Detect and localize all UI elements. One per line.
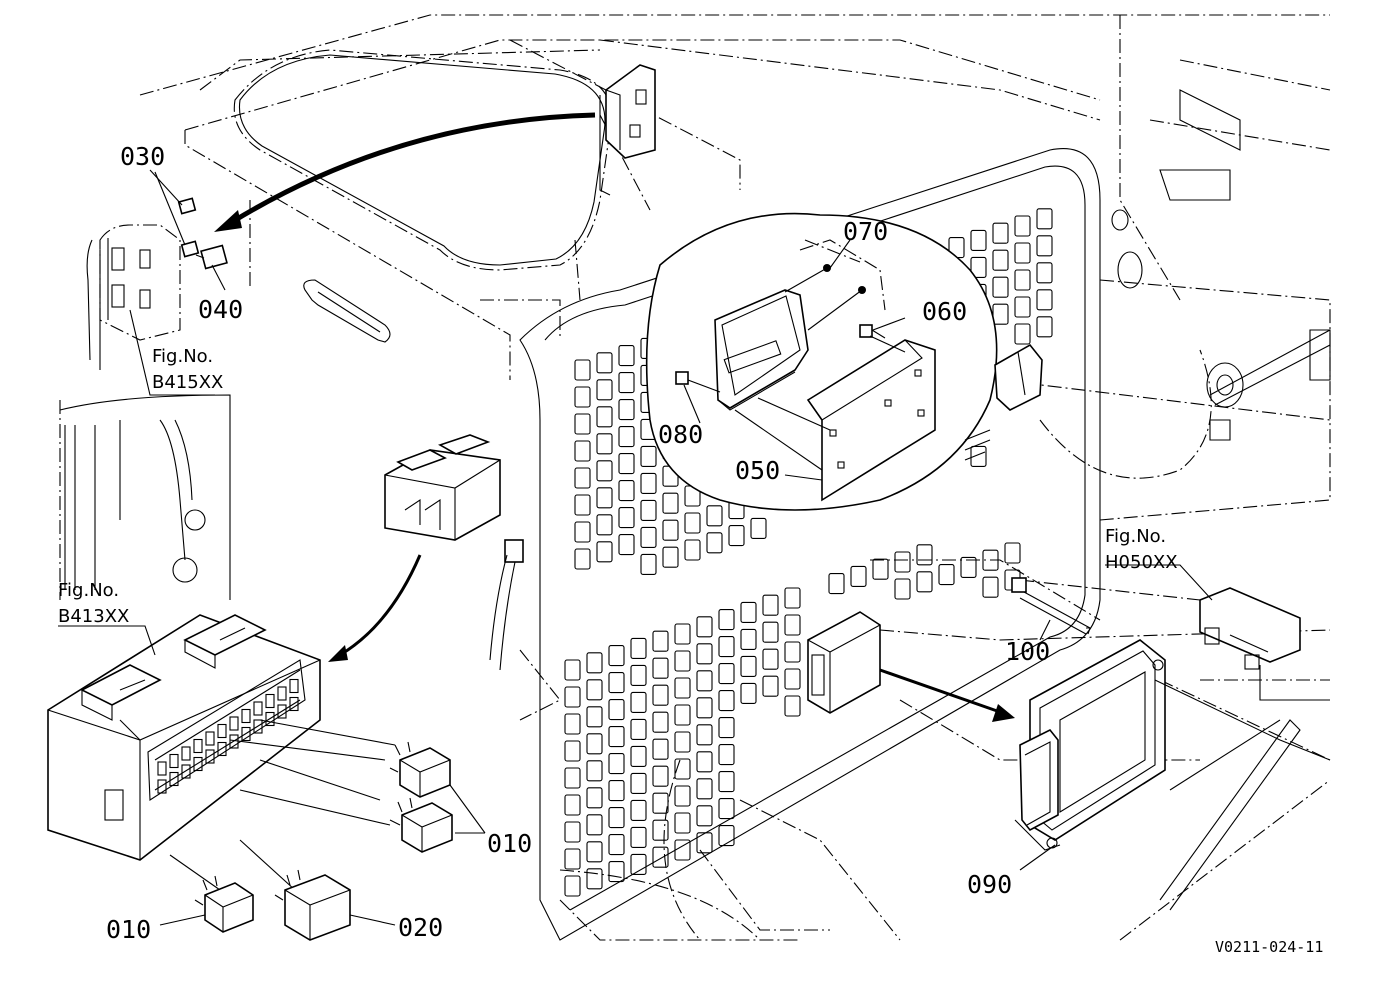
right-mechanism [1111,89,1331,441]
figref-b413-caption: Fig.No. [58,580,119,601]
bolt-060 [859,324,906,353]
figure-references: Fig.No. B415XX Fig.No. B413XX Fig.No. H0… [58,346,1178,627]
fuse-block-b413 [47,614,321,861]
latch-bracket [599,64,656,196]
fuse-box-assembly [384,434,501,541]
document-id: V0211-024-11 [1215,938,1323,956]
bolt-080 [675,371,721,393]
label-030: 030 [120,142,165,171]
projection-lines [169,719,396,891]
arrow-to-fuse-block [328,554,422,662]
callout-labels: 030 040 070 060 080 050 010 010 020 100 … [106,142,1050,944]
cab-pillar [59,394,231,600]
label-080: 080 [658,420,703,449]
harness-clamp [489,539,524,671]
bolt-100 [1011,577,1091,635]
arrow-to-relay-bracket [214,112,596,232]
mounting-bracket-050 [734,339,936,502]
relay-bracket-b415 [86,197,228,370]
screen-grid-lower [564,542,1021,897]
relay-010-lower [389,797,453,853]
label-040: 040 [198,295,243,324]
ecu-090 [1014,639,1166,851]
socket [964,343,1043,461]
label-100: 100 [1005,637,1050,666]
roof-panel [233,39,741,301]
fuse-slots [157,678,299,794]
label-060: 060 [922,297,967,326]
relay-010-bottom [194,875,254,933]
label-070: 070 [843,217,888,246]
leader-lines [58,169,1213,926]
ecu-module-source [807,611,881,714]
figref-h050-number: H050XX [1105,552,1178,573]
label-050: 050 [735,456,780,485]
side-screen [519,148,1101,941]
figref-b413-number: B413XX [58,606,129,627]
label-010-bottom: 010 [106,915,151,944]
label-020: 020 [398,913,443,942]
bracket-h050 [1154,587,1331,911]
arrow-to-ecu [879,668,1015,722]
label-090: 090 [967,870,1012,899]
figref-b415-caption: Fig.No. [152,346,213,367]
relay-010-upper [389,741,451,798]
figref-h050-caption: Fig.No. [1105,526,1166,547]
relay-020 [274,869,351,941]
controller-unit-070 [714,264,866,411]
grab-handle [303,279,391,343]
figref-b415-number: B415XX [152,372,223,393]
label-010-right: 010 [487,829,532,858]
